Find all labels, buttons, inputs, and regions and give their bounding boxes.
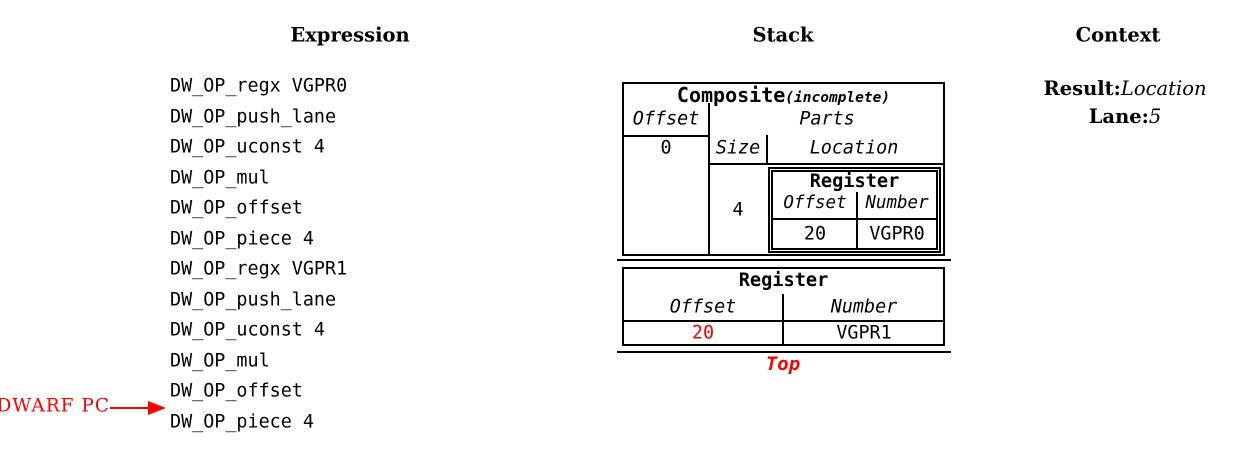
lane-value: 5 (1148, 105, 1162, 128)
expression-op: DW_OP_mul (170, 167, 270, 189)
result-label: Result: (1043, 77, 1121, 100)
register-number-header: Number (830, 296, 898, 318)
part-register-underline (773, 218, 936, 220)
composite-part-register-box: Register Offset Number 20 VGPR0 (768, 167, 941, 253)
composite-qualifier: (incomplete) (785, 90, 891, 106)
lane-label: Lane: (1088, 105, 1149, 128)
composite-size-value: 4 (732, 199, 744, 221)
register-offset-value: 20 (691, 322, 715, 344)
register-underline (624, 320, 943, 322)
expression-op: DW_OP_regx VGPR1 (170, 258, 348, 280)
stack-column-header: Stack (752, 23, 814, 47)
composite-offset-underline (624, 135, 710, 137)
part-register-offset-value: 20 (803, 223, 827, 245)
expression-op: DW_OP_piece 4 (170, 228, 314, 250)
composite-offset-parts-divider (708, 103, 710, 254)
expression-op: DW_OP_uconst 4 (170, 319, 326, 341)
result-value: Location (1120, 77, 1207, 100)
expression-op: DW_OP_offset (170, 380, 303, 402)
composite-title-row: Composite(incomplete) (624, 84, 943, 106)
expression-op: DW_OP_push_lane (170, 289, 337, 311)
expression-op: DW_OP_offset (170, 197, 303, 219)
context-result-line: Result:Location (1044, 75, 1207, 103)
context-block: Result:Location Lane:5 (1044, 75, 1207, 131)
expression-column-header: Expression (290, 23, 410, 47)
dwarf-pc-arrow-icon (110, 401, 166, 415)
register-offset-header: Offset (669, 296, 737, 318)
composite-size-header: Size (715, 137, 761, 159)
composite-size-location-divider (766, 135, 768, 163)
register-divider (782, 294, 784, 344)
part-register-title: Register (809, 171, 900, 192)
stack-top-label: Top (765, 353, 801, 375)
composite-offset-value: 0 (660, 137, 672, 159)
part-register-divider (856, 192, 858, 248)
stack-entry-composite: Composite(incomplete) Offset 0 Parts Siz… (622, 82, 945, 256)
expression-op: DW_OP_push_lane (170, 106, 337, 128)
part-register-number-header: Number (865, 193, 929, 213)
expression-op: DW_OP_mul (170, 350, 270, 372)
part-register-number-value: VGPR0 (869, 223, 925, 245)
composite-title: Composite (676, 83, 786, 107)
part-register-offset-header: Offset (783, 193, 847, 213)
stack-bottom-separator (617, 351, 951, 353)
context-lane-line: Lane:5 (1044, 103, 1207, 131)
expression-op: DW_OP_uconst 4 (170, 136, 326, 158)
composite-offset-header: Offset (632, 108, 700, 130)
composite-parts-header: Parts (799, 108, 855, 130)
expression-op: DW_OP_piece 4 (170, 411, 314, 433)
dwarf-pc-label: DWARF PC (0, 395, 110, 417)
register-number-value: VGPR1 (836, 322, 892, 344)
stack-entry-register: Register Offset Number 20 VGPR1 (622, 267, 945, 346)
composite-location-header: Location (809, 137, 899, 159)
composite-subheader-underline (709, 163, 943, 165)
stack-entry-separator (617, 259, 951, 261)
context-column-header: Context (1075, 23, 1161, 47)
expression-op: DW_OP_regx VGPR0 (170, 75, 348, 97)
register-title: Register (738, 270, 829, 291)
